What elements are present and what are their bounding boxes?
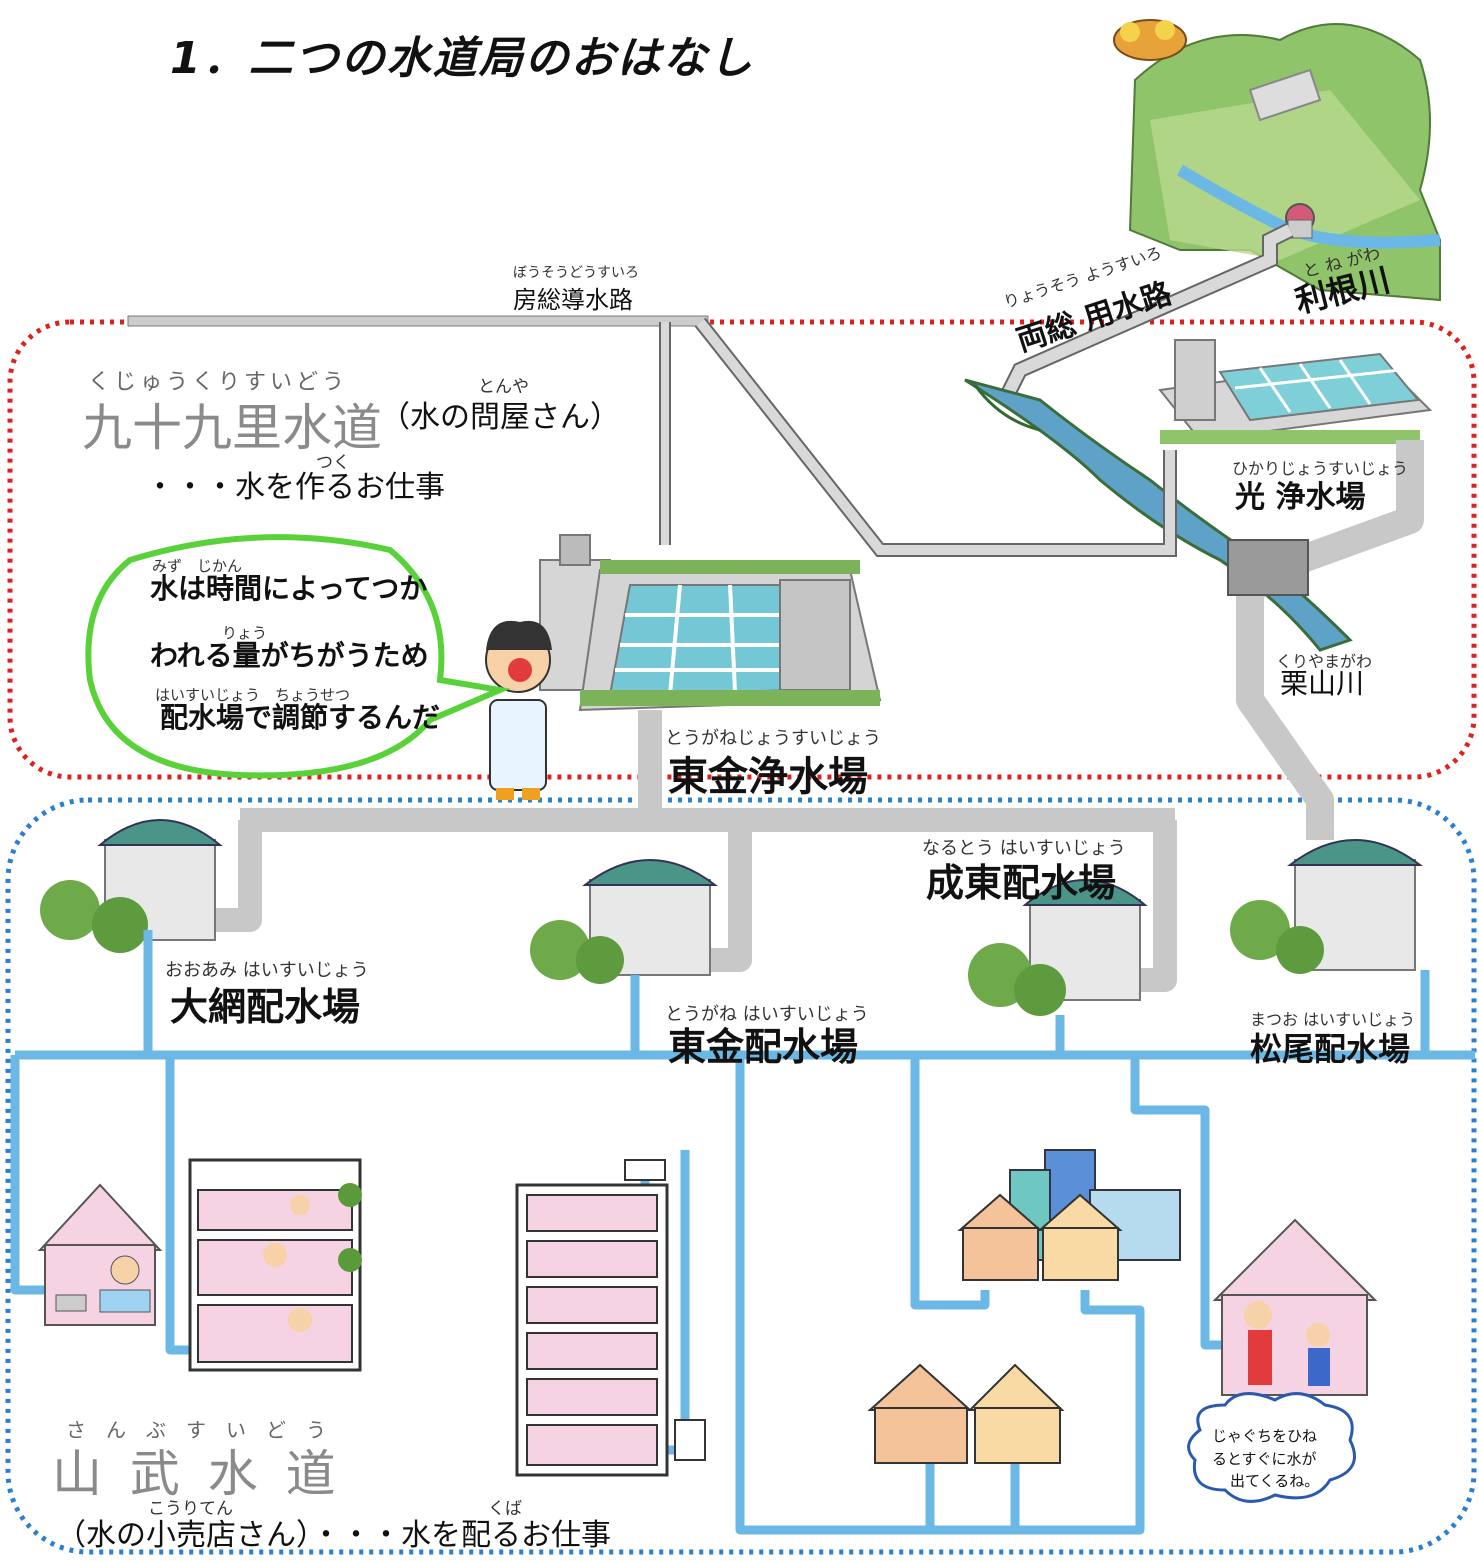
boso-aqueduct-ruby: ぼうそうどうすいろ [513,265,639,281]
bubble-ruby-2: りょう [222,624,268,642]
kujukuri-ruby: くじゅうくりすいどう [88,370,349,395]
matsuo-ruby: まつお はいすいじょう [1250,1010,1416,1029]
reservoir-tank-naruto [968,879,1148,1016]
house-tap [1212,1218,1378,1396]
thought-cloud [1187,1392,1356,1503]
supply-pipes [200,710,1177,992]
mascot-icon [1113,19,1187,61]
river-bridge [1227,539,1309,596]
sanbu-name: 山 武 水 道 [52,1445,342,1503]
oami-label: 大網配水場 [170,985,361,1029]
hikari-plant-illustration [1158,339,1433,444]
sanbu-region-frame [5,797,1477,1555]
togane-plant-ruby: とうがねじょうすいじょう [665,728,881,749]
cloud-text: じゃぐちをひね るとすぐに水が 出てくるね。 [1212,1425,1319,1493]
professor-icon [485,620,552,800]
kuriyama-ruby: くりやまがわ [1276,652,1373,671]
boso-aqueduct-label: 房総導水路 [513,286,633,314]
apartment-6f [515,1159,706,1477]
hikari-label: 光 浄水場 [1235,480,1366,515]
sanbu-role-ruby: こうりてん [148,1499,233,1519]
oami-ruby: おおあみ はいすいじょう [165,960,369,981]
sanbu-ruby: さ ん ぶ す い ど う [66,1418,326,1442]
bubble-line-3: 配水場で調節するんだ [160,701,441,734]
naruto-ruby: なるとう はいすいじょう [922,838,1126,859]
matsuo-label: 松尾配水場 [1250,1030,1411,1068]
kujukuri-job-ruby: つく [316,453,350,473]
togane-plant-illustration [539,534,882,712]
reservoir-tank-togane [530,859,718,984]
kujukuri-name: 九十九里水道 [82,399,382,457]
page-title: 1．二つの水道局のおはなし [170,33,755,84]
reservoir-tank-oami [40,819,223,953]
bubble-ruby-3: はいすいじょう ちょうせつ [155,686,351,704]
reservoir-tank-matsuo [1230,839,1423,974]
houses-bottom [867,1363,1065,1464]
sanbu-role-ruby-2: くば [488,1499,522,1519]
mountain-landscape [1128,23,1441,302]
town-houses [957,1149,1181,1281]
bubble-line-1: 水は時間によってつか [150,572,428,605]
kuriyama-label: 栗山川 [1280,667,1365,700]
togane-plant-label: 東金浄水場 [668,754,868,800]
togane-res-label: 東金配水場 [668,1025,859,1069]
kujukuri-role: （水の問屋さん） [380,400,620,435]
cloud-line-2: るとすぐに水が [1212,1449,1317,1468]
kujukuri-region-frame [7,319,1477,780]
house-bath [37,1183,163,1326]
naruto-label: 成東配水場 [926,861,1117,905]
boso-aqueduct [127,315,709,327]
hikari-ruby: ひかりじょうすいじょう [1232,459,1409,478]
cloud-line-3: 出てくるね。 [1230,1472,1320,1490]
bubble-ruby-1: みず じかん [152,557,243,575]
togane-res-ruby: とうがね はいすいじょう [665,1004,869,1025]
kujukuri-job: ・・・水を作るお仕事 [145,470,445,505]
cloud-line-1: じゃぐちをひね [1212,1427,1318,1445]
bubble-line-2: われる量がちがうため [150,639,429,672]
speech-bubble [85,534,511,779]
apartment-3f [188,1158,362,1372]
sanbu-role: （水の小売店さん）・・・水を配るお仕事 [56,1518,611,1553]
kujukuri-role-ruby: とんや [478,377,529,397]
